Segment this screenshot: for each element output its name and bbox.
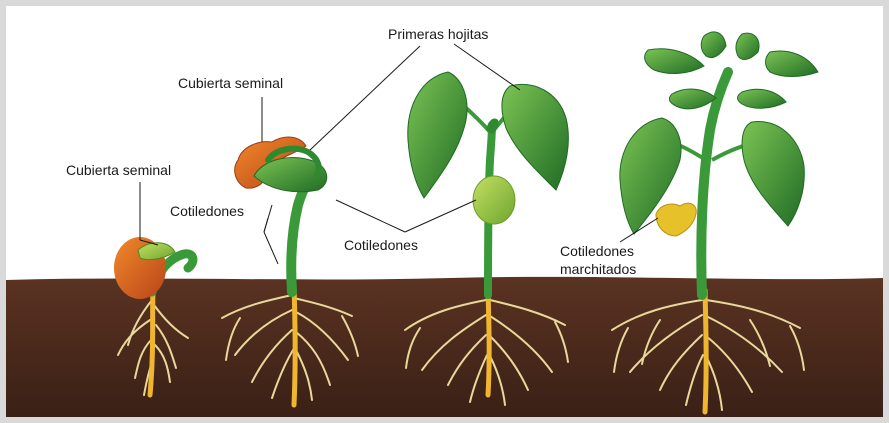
label-withered-line1: Cotiledones	[560, 243, 634, 259]
leaf-apex-left-plant-4	[701, 32, 726, 58]
leaf-apex-right-plant-4	[736, 33, 759, 59]
label-cotyledons-1: Cotiledones	[170, 203, 244, 219]
label-withered-line2: marchitados	[560, 261, 636, 277]
taproot-plant-2	[294, 285, 295, 405]
leaf-big-right-plant-4	[742, 121, 804, 226]
leaf-left-plant-3	[408, 72, 467, 198]
leaf-top-right-plant-4	[766, 51, 819, 77]
label-seed-coat-1: Cubierta seminal	[66, 162, 171, 178]
taproot-plant-4	[705, 290, 706, 412]
stem-plant-4	[701, 72, 728, 295]
leaf-top-left-plant-4	[645, 49, 704, 74]
withered-cotyledon-plant-4	[656, 203, 696, 236]
leaf-mid-right-plant-4	[738, 89, 787, 108]
taproot-plant-3	[488, 290, 489, 395]
leaf-mid-left-plant-4	[669, 89, 716, 109]
label-cotyledons-2: Cotiledones	[344, 237, 418, 253]
cotyledon-plant-3	[473, 176, 515, 224]
label-seed-coat-2: Cubierta seminal	[178, 75, 283, 91]
label-first-leaves: Primeras hojitas	[388, 26, 488, 42]
taproot-plant-1	[150, 290, 153, 395]
leaf-right-plant-3	[502, 84, 568, 190]
